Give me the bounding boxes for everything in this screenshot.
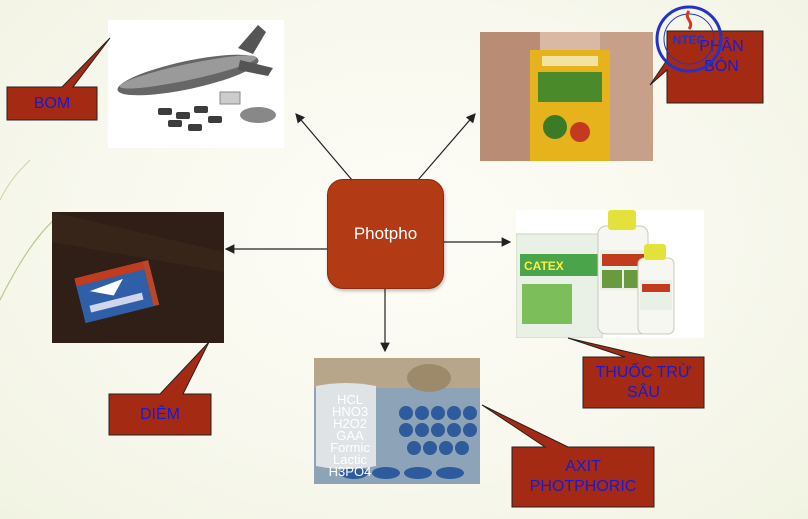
acid-item: HNO3 xyxy=(331,404,369,419)
callout-bom xyxy=(6,37,111,121)
label-bom: BOM xyxy=(33,94,71,112)
pesticide-brand-text: CATEX xyxy=(524,259,564,273)
label-diem: DIÊM xyxy=(140,405,180,423)
acid-item: H2O2 xyxy=(333,416,367,431)
callout-axit xyxy=(481,404,655,508)
acid-item: Lactic xyxy=(333,452,367,467)
fertilizer-photo xyxy=(480,32,653,161)
bomb-photo xyxy=(108,20,284,148)
acid-item: Formic xyxy=(330,440,370,455)
label-axit: AXIT PHOTPHORIC xyxy=(529,458,637,495)
arrow-to-bom xyxy=(295,113,353,181)
matches-photo xyxy=(52,212,224,343)
pesticide-photo: CATEX xyxy=(516,210,704,338)
acid-item: H3PO4 xyxy=(328,464,372,479)
callout-thuoc-tru-sau xyxy=(567,337,705,409)
acid-list: HCL HNO3 H2O2 GAA Formic Lactic H3PO4 xyxy=(320,392,380,479)
arrow-to-phan-bon xyxy=(417,113,476,181)
callout-diem xyxy=(108,341,212,436)
center-node: Photpho xyxy=(327,179,444,289)
center-node-label: Photpho xyxy=(353,224,418,243)
ntec-logo: NTEC xyxy=(653,3,725,75)
acid-item: GAA xyxy=(336,428,364,443)
logo-text: NTEC xyxy=(673,33,706,47)
acid-item: HCL xyxy=(336,392,363,407)
acid-photo: HCL HNO3 H2O2 GAA Formic Lactic H3PO4 xyxy=(314,358,480,484)
label-thuoc-tru-sau: THUỐC TRỪ SÂU xyxy=(595,363,692,401)
